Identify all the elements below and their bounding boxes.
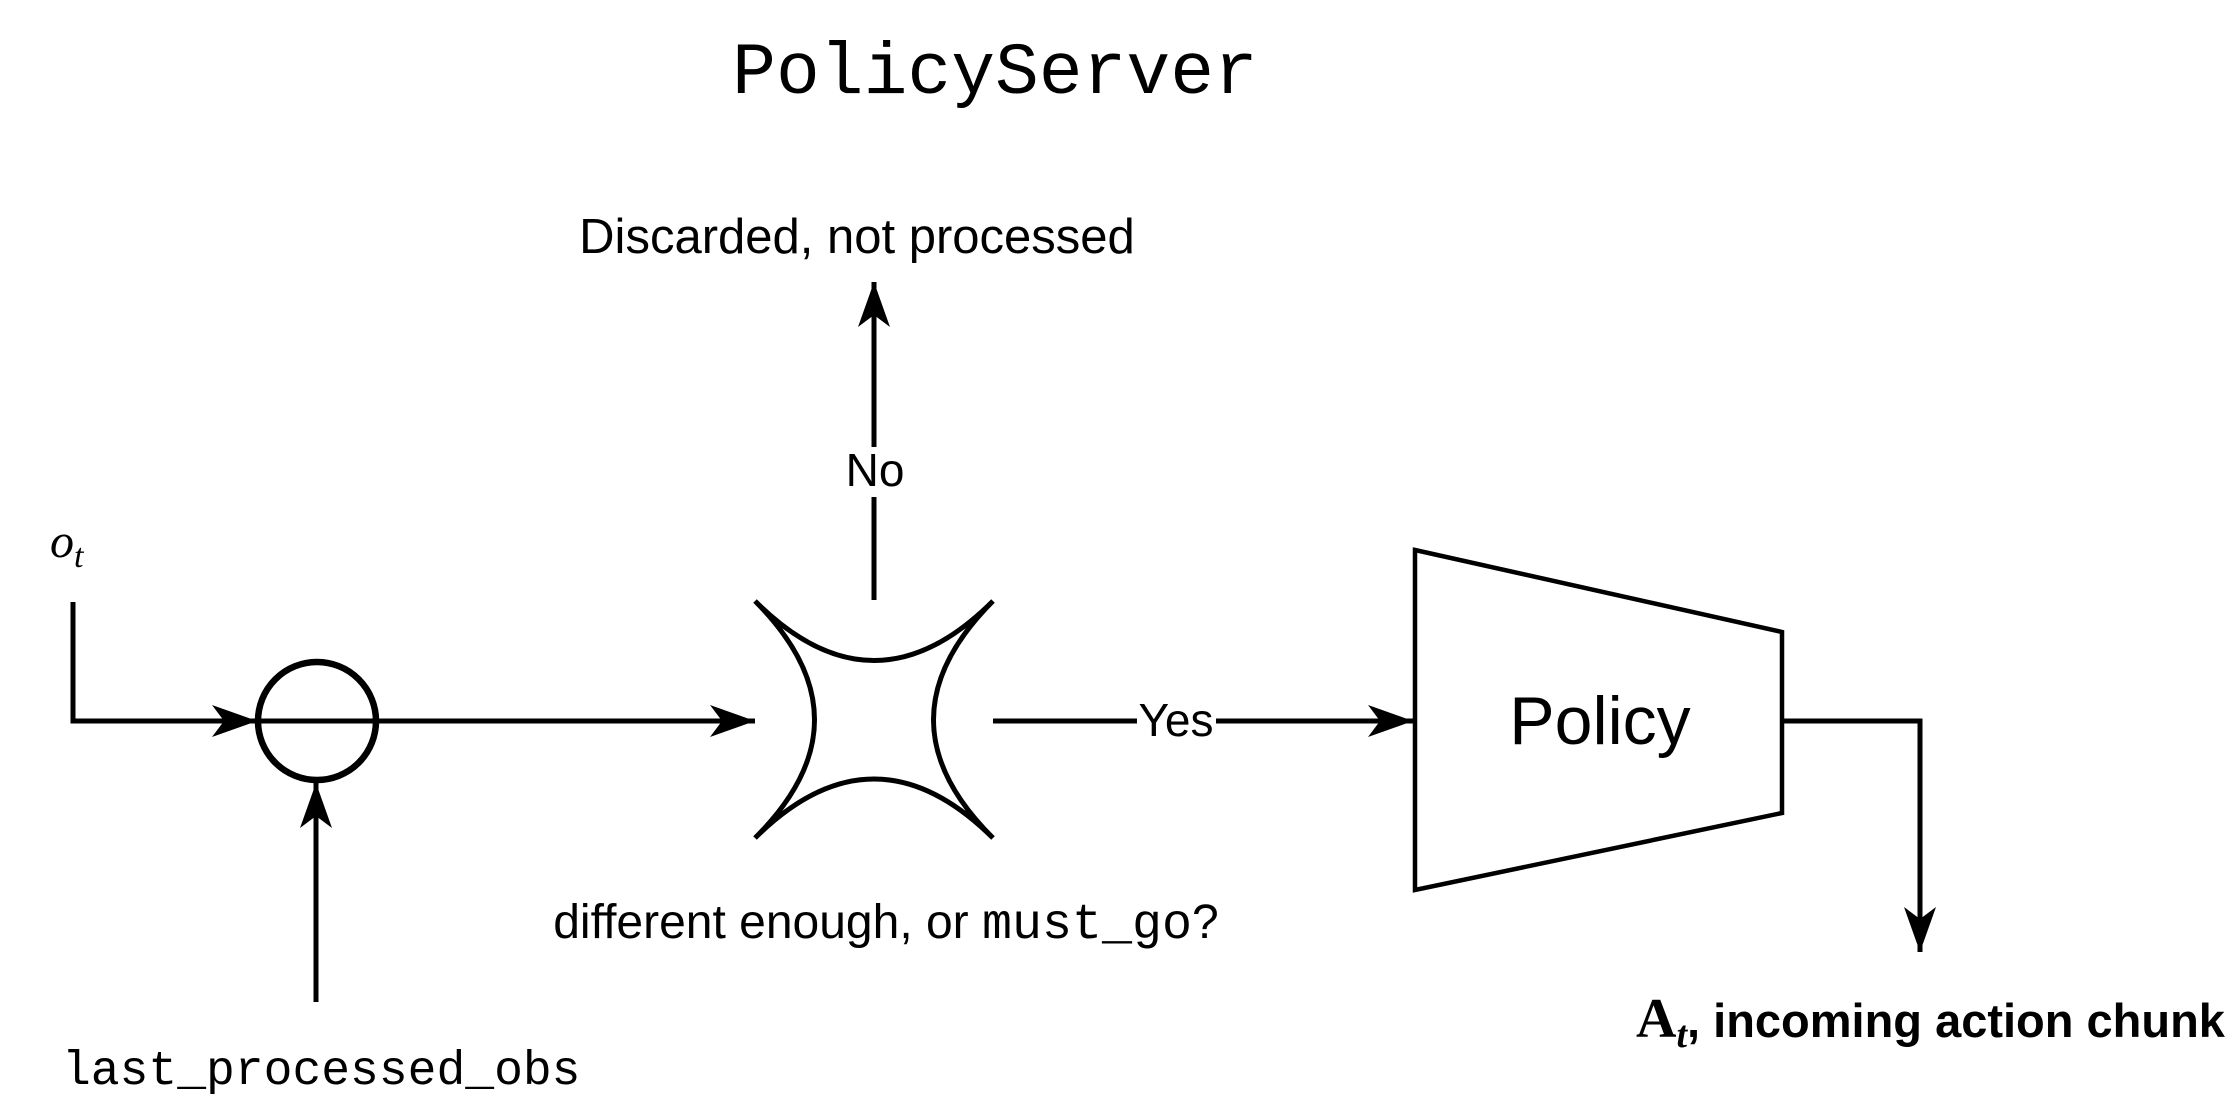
action-output-arrow [1782,718,1937,952]
observation-symbol: o [50,515,74,568]
action-symbol: A [1636,988,1677,1050]
observation-arrowhead-mid [212,705,257,737]
decision-question-mark: ? [1192,896,1219,949]
action-chunk-label: At, incoming action chunk [1636,988,2226,1056]
observation-arrow [70,602,755,737]
policy-label: Policy [1509,683,1690,759]
yes-edge-label: Yes [1138,694,1213,746]
policy-trapezoid [1412,547,1785,893]
decision-question-sans: different enough, or [553,896,982,949]
last-processed-obs-label: last_processed_obs [62,1045,580,1099]
observation-label: ot [50,515,85,575]
observation-subscript: t [74,538,85,575]
discarded-label: Discarded, not processed [579,210,1135,264]
action-subscript: t [1676,1014,1688,1056]
decision-question-mono: must_go [982,897,1192,954]
decision-question-label: different enough, or must_go? [553,896,1219,954]
comparator-circle [254,658,380,784]
no-edge-label: No [846,444,905,496]
action-suffix: , incoming action chunk [1687,994,2226,1047]
page-title: PolicyServer [732,32,1258,115]
decision-star [753,599,995,840]
